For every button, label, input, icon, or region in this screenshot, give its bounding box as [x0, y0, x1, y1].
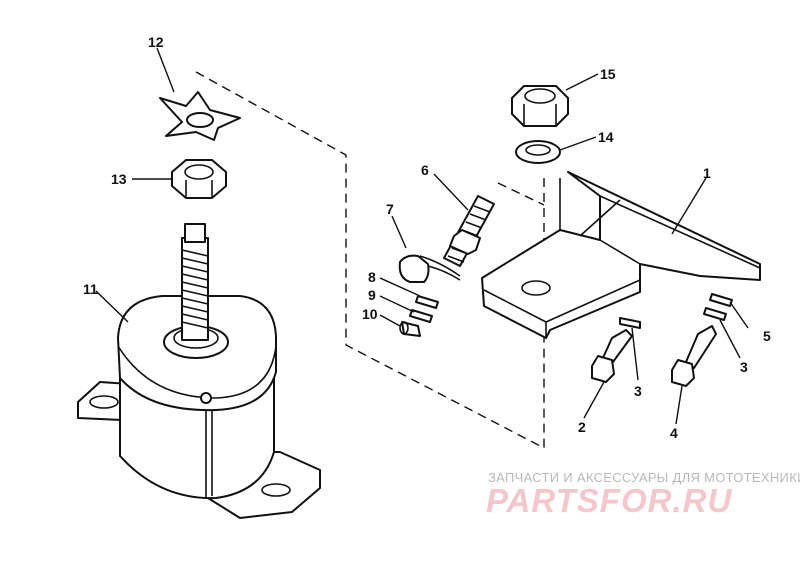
- callout-6: 6: [421, 162, 429, 178]
- callout-labels: 12 13 11 15 14 6 7 8 9 10 1 5 3 3 2 4: [83, 34, 771, 441]
- part-6-stud: [443, 195, 495, 267]
- part-5-pin: [709, 293, 733, 307]
- part-10-sleeve: [399, 321, 421, 337]
- callout-14: 14: [598, 129, 614, 145]
- part-9-pin: [409, 309, 433, 323]
- part-2-bolt: [591, 329, 633, 383]
- part-8-pin: [415, 295, 439, 309]
- part-1-bracket: [481, 171, 761, 339]
- part-15-nut: [511, 85, 569, 127]
- part-12-tab-washer: [159, 91, 241, 141]
- callout-1: 1: [703, 165, 711, 181]
- part-3-pin-left: [619, 317, 641, 329]
- callout-5: 5: [763, 328, 771, 344]
- callout-3-left: 3: [634, 383, 642, 399]
- watermark-logo: PARTSFOR.RU: [486, 482, 733, 519]
- callout-7: 7: [386, 201, 394, 217]
- callout-3-right: 3: [740, 359, 748, 375]
- watermark-caption: ЗАПЧАСТИ И АКСЕССУАРЫ ДЛЯ МОТОТЕХНИКИ: [488, 470, 800, 485]
- part-14-lock-washer: [515, 140, 561, 164]
- callout-8: 8: [368, 269, 376, 285]
- part-7-spring: [398, 254, 461, 283]
- callout-4: 4: [670, 425, 678, 441]
- callout-15: 15: [600, 66, 616, 82]
- part-11-engine-mount: [77, 223, 321, 519]
- callout-11: 11: [83, 281, 98, 297]
- callout-12: 12: [148, 34, 164, 50]
- callout-13: 13: [111, 171, 127, 187]
- part-4-bolt: [671, 325, 717, 387]
- leader-lines: [95, 47, 749, 425]
- callout-2: 2: [578, 419, 586, 435]
- callout-9: 9: [368, 287, 376, 303]
- part-3-pin-right: [703, 307, 727, 321]
- callout-10: 10: [362, 306, 378, 322]
- part-13-nut: [171, 159, 227, 199]
